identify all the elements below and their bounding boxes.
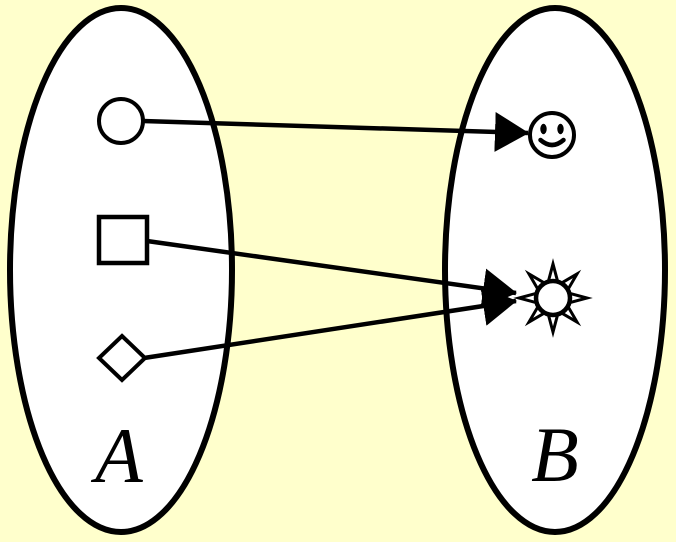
- arrow-diamond-to-sun: [143, 286, 517, 361]
- arrow-circle-to-smiley: [142, 111, 529, 152]
- set-a-label: A: [90, 412, 143, 499]
- arrow-square-to-sun: [146, 238, 517, 309]
- set-a-elements: [96, 97, 150, 383]
- diamond-element: [96, 333, 148, 383]
- sun-icon: [513, 258, 593, 338]
- set-b-elements: [513, 111, 593, 338]
- smiley-face-icon: [528, 111, 576, 159]
- set-a-ellipse: [7, 5, 235, 535]
- circle-element: [97, 97, 145, 145]
- square-element: [96, 214, 150, 266]
- mapping-arrows: [142, 111, 529, 361]
- set-b-label: B: [531, 411, 579, 498]
